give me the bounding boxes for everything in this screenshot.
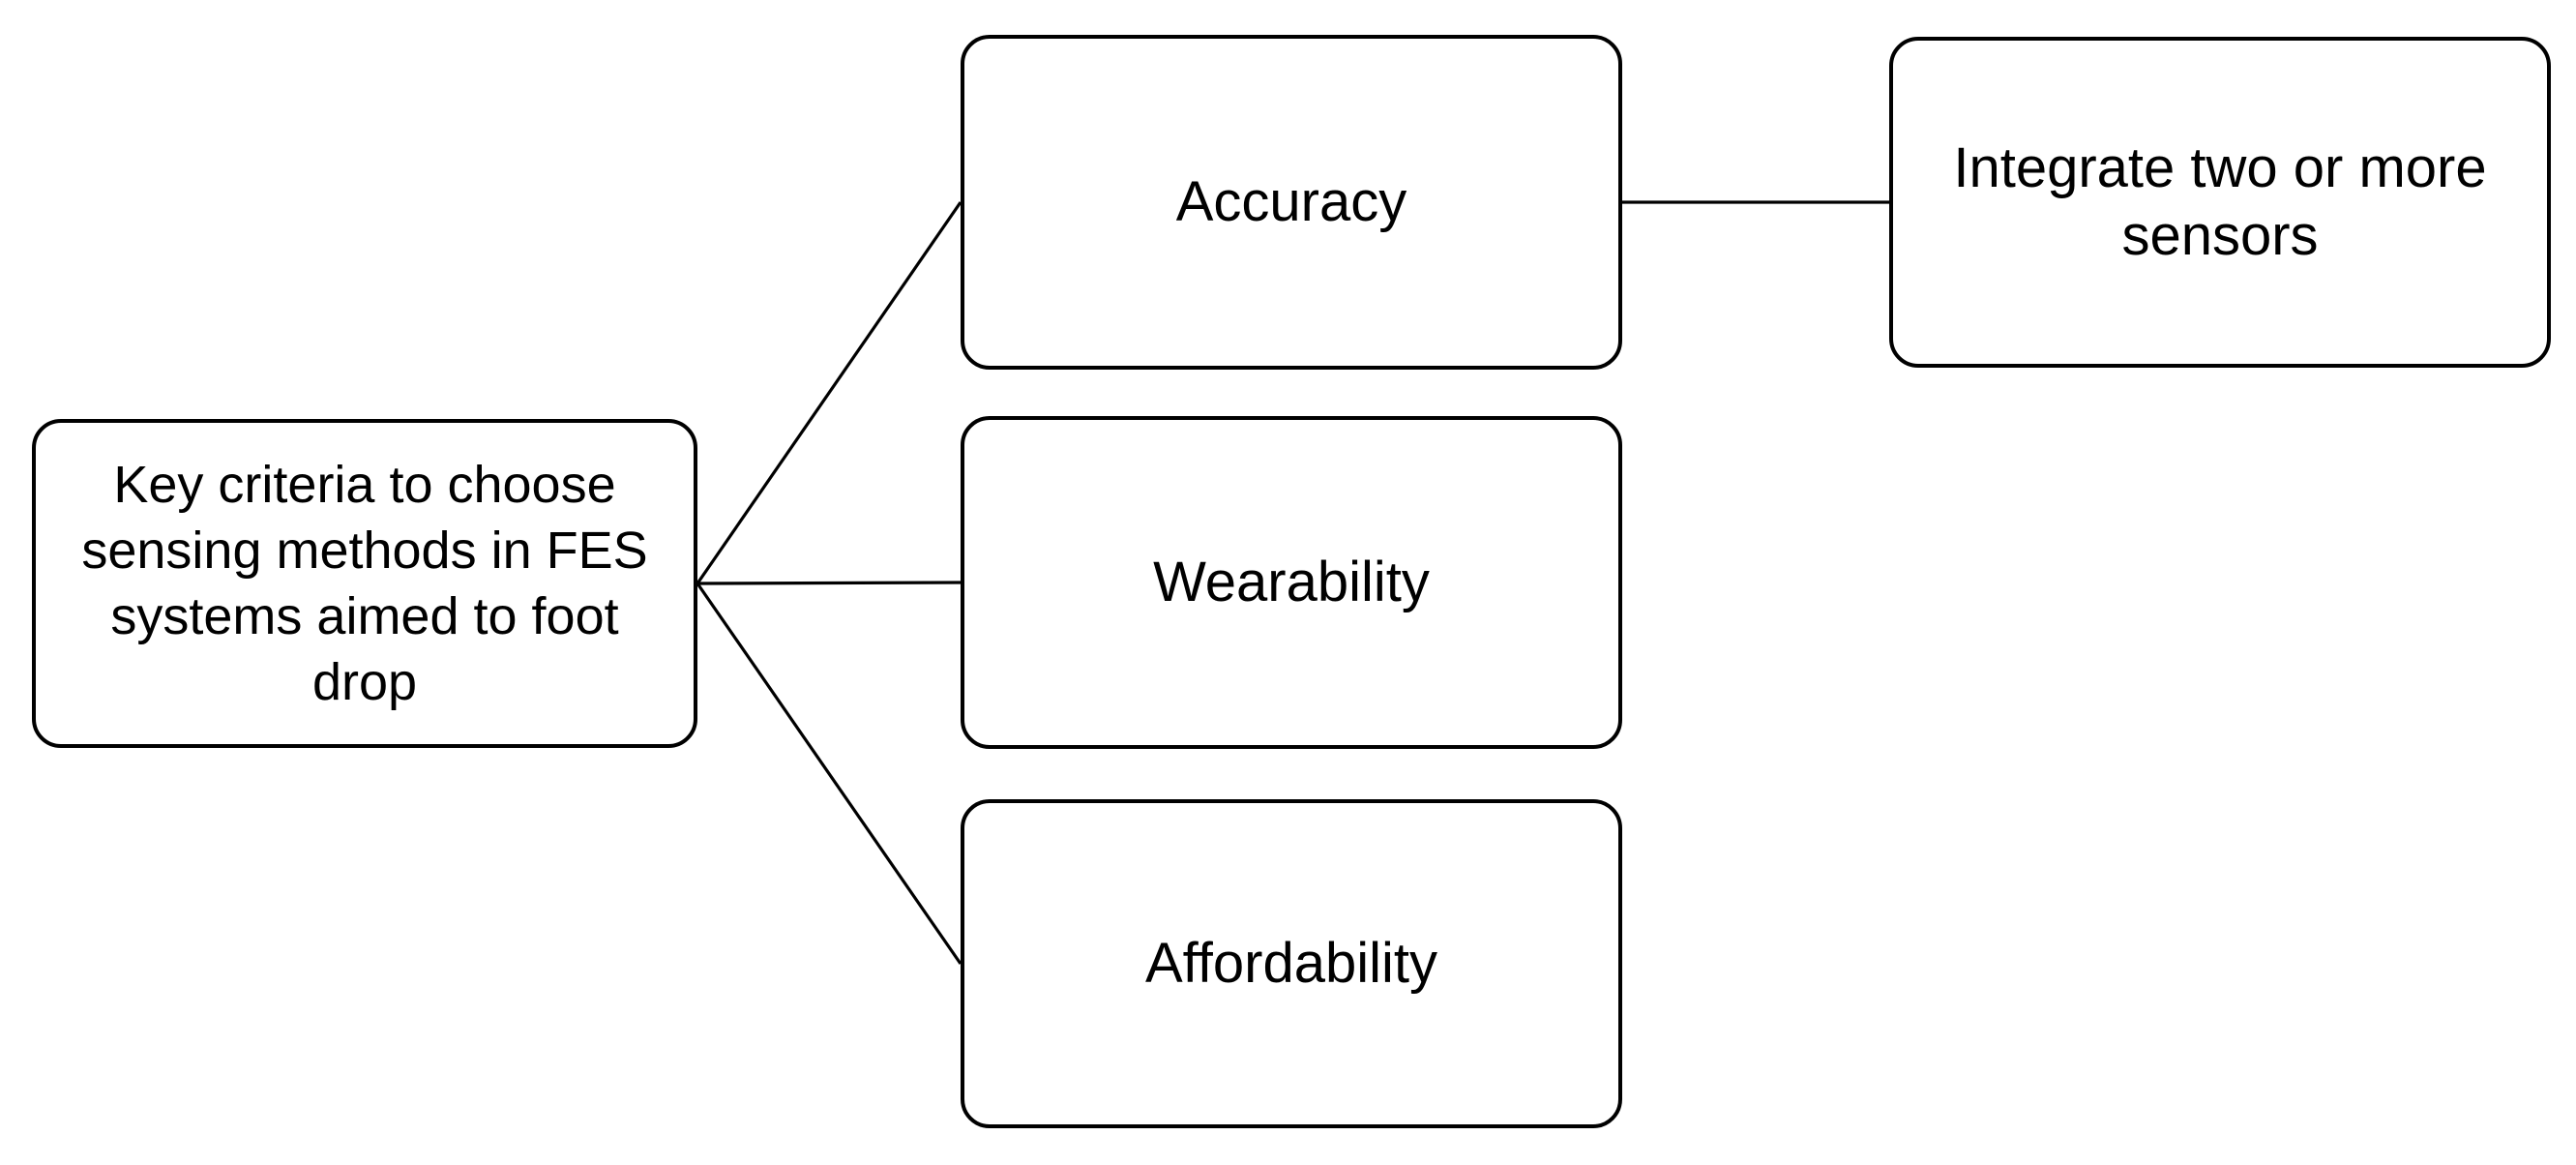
node-accuracy: Accuracy (961, 35, 1622, 370)
connector-root-wearability (696, 581, 962, 585)
connector-root-affordability (696, 582, 962, 965)
node-root-criteria: Key criteria to choose sensing methods i… (32, 419, 697, 748)
node-wearability: Wearability (961, 416, 1622, 749)
connector-root-accuracy (696, 201, 962, 584)
node-integrate-sensors: Integrate two or more sensors (1889, 37, 2551, 368)
node-affordability: Affordability (961, 799, 1622, 1128)
